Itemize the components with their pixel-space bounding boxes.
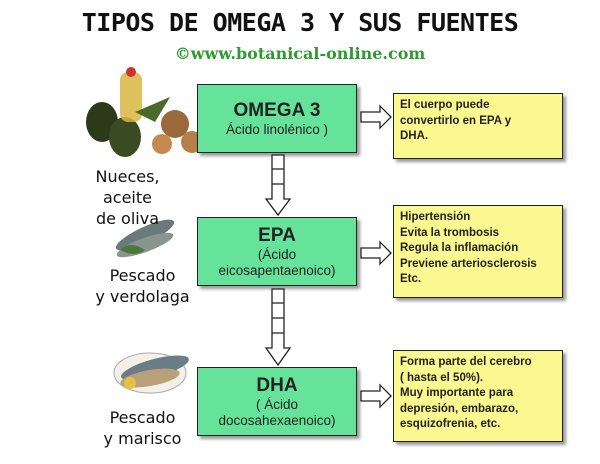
node-omega3: OMEGA 3 Ácido linolénico ) — [197, 84, 357, 153]
effects-epa: Hipertensión Evita la trombosis Regula l… — [393, 205, 563, 298]
arrow-down-icon — [264, 154, 292, 217]
source-line: y marisco — [103, 429, 182, 448]
source-line: Pescado — [109, 266, 176, 285]
node-dha: DHA ( Ácido docosahexaenoico) — [197, 367, 357, 436]
effect-line: Hipertensión — [400, 211, 471, 223]
arrow-right-icon — [360, 383, 392, 409]
source-line: Nueces, aceite — [95, 167, 160, 207]
fish-image — [115, 219, 175, 258]
source-line: y verdolaga — [95, 287, 190, 306]
effect-line: ( hasta el 50%). — [400, 371, 484, 384]
source-line: de oliva — [95, 209, 160, 228]
source-line: Pescado — [109, 408, 176, 427]
source-label-dha: Pescado y marisco — [85, 407, 200, 449]
effect-line: El cuerpo puede — [400, 99, 490, 111]
nuts-olive-oil-image — [86, 67, 203, 157]
node-subtitle: Ácido linolénico ) — [225, 121, 329, 137]
effect-line: Forma parte del cerebro — [400, 356, 532, 368]
effect-line: Etc. — [400, 273, 422, 285]
node-subtitle: ( Ácido docosahexaenoico) — [218, 396, 336, 428]
node-heading: EPA — [258, 224, 296, 246]
node-heading: DHA — [256, 374, 298, 396]
effect-line: convertirlo en EPA y — [400, 114, 512, 127]
effect-line: depresión, embarazo, — [400, 402, 519, 415]
effect-line: Previene arteriosclerosis — [400, 257, 537, 270]
fish-seafood-image — [113, 352, 189, 394]
effect-line: DHA. — [400, 130, 429, 142]
arrow-right-icon — [360, 240, 392, 266]
effect-line: esquizofrenia, etc. — [400, 418, 501, 430]
effect-line: Evita la trombosis — [400, 226, 500, 239]
node-subtitle: (Ácido eicosapentaenoico) — [218, 246, 336, 278]
effect-line: Muy importante para — [400, 387, 514, 399]
source-url: ©www.botanical-online.com — [174, 44, 426, 63]
source-label-epa: Pescado y verdolaga — [85, 265, 200, 307]
page-title: TIPOS DE OMEGA 3 Y SUS FUENTES — [81, 8, 519, 37]
arrow-down-icon — [264, 288, 292, 367]
effects-omega3: El cuerpo puede convertirlo en EPA y DHA… — [393, 93, 563, 159]
effect-line: Regula la inflamación — [400, 242, 519, 254]
node-epa: EPA (Ácido eicosapentaenoico) — [197, 217, 357, 286]
node-heading: OMEGA 3 — [233, 99, 321, 121]
effects-dha: Forma parte del cerebro ( hasta el 50%).… — [393, 350, 563, 442]
source-label-omega3: Nueces, aceite de oliva — [70, 166, 185, 229]
arrow-right-icon — [360, 104, 392, 130]
